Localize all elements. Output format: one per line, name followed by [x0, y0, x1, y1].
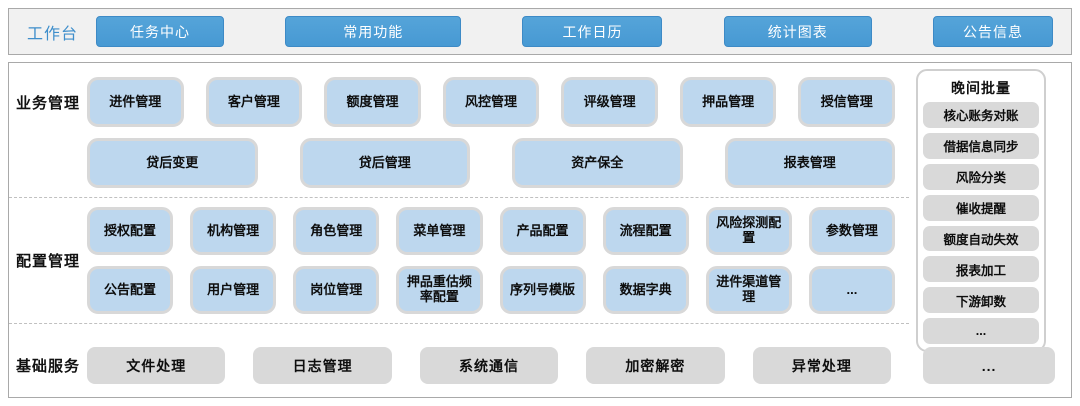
module-quota-mgmt[interactable]: 额度管理 — [324, 77, 421, 127]
main-panel: 业务管理 进件管理 客户管理 额度管理 风控管理 评级管理 押品管理 授信管理 — [8, 62, 1072, 398]
service-more[interactable]: ... — [923, 347, 1056, 384]
config-rows: 授权配置 机构管理 角色管理 菜单管理 产品配置 流程配置 风险探测配置 参数管… — [87, 207, 909, 314]
batch-collection-reminder[interactable]: 催收提醒 — [923, 194, 1039, 221]
module-user-mgmt[interactable]: 用户管理 — [190, 266, 277, 314]
module-report-mgmt[interactable]: 报表管理 — [724, 138, 895, 188]
module-config-more[interactable]: ... — [808, 266, 895, 314]
module-product-config[interactable]: 产品配置 — [499, 207, 586, 255]
night-batch-list: 核心账务对账 借据信息同步 风险分类 催收提醒 额度自动失效 报表加工 下游卸数… — [923, 102, 1039, 344]
batch-core-account-reconcile[interactable]: 核心账务对账 — [923, 102, 1039, 128]
batch-iou-info-sync[interactable]: 借据信息同步 — [923, 132, 1039, 159]
module-serial-template[interactable]: 序列号模版 — [499, 266, 586, 314]
module-risk-control-mgmt[interactable]: 风控管理 — [442, 77, 540, 127]
config-row-2: 公告配置 用户管理 岗位管理 押品重估频率配置 序列号模版 数据字典 进件渠道管… — [87, 266, 895, 314]
module-post-loan-change[interactable]: 贷后变更 — [87, 138, 258, 188]
business-section-label: 业务管理 — [15, 94, 80, 112]
task-center-button[interactable]: 任务中心 — [96, 16, 225, 47]
statistics-charts-button[interactable]: 统计图表 — [723, 16, 872, 47]
business-section: 业务管理 进件管理 客户管理 额度管理 风控管理 评级管理 押品管理 授信管理 — [9, 77, 909, 188]
base-services-row: 文件处理 日志管理 系统通信 加密解密 异常处理 ... — [87, 347, 1056, 384]
module-auth-config[interactable]: 授权配置 — [87, 207, 174, 255]
business-row-2: 贷后变更 贷后管理 资产保全 报表管理 — [87, 138, 895, 188]
section-divider — [9, 197, 909, 198]
workbench-label: 工作台 — [27, 25, 79, 43]
business-rows: 进件管理 客户管理 额度管理 风控管理 评级管理 押品管理 授信管理 贷后变更 … — [87, 77, 909, 188]
base-services-section: 基础服务 文件处理 日志管理 系统通信 加密解密 异常处理 ... — [9, 344, 1071, 397]
night-batch-panel: 晚间批量 核心账务对账 借据信息同步 风险分类 催收提醒 额度自动失效 报表加工… — [916, 69, 1046, 352]
module-org-mgmt[interactable]: 机构管理 — [190, 207, 277, 255]
module-customer-mgmt[interactable]: 客户管理 — [205, 77, 303, 127]
common-functions-button[interactable]: 常用功能 — [285, 16, 462, 47]
work-calendar-button[interactable]: 工作日历 — [522, 16, 663, 47]
section-divider — [9, 323, 909, 324]
module-credit-mgmt[interactable]: 授信管理 — [798, 77, 896, 127]
module-post-mgmt[interactable]: 岗位管理 — [293, 266, 380, 314]
module-announcement-config[interactable]: 公告配置 — [87, 266, 174, 314]
config-section-label: 配置管理 — [15, 253, 80, 270]
topbar-button-group: 任务中心 常用功能 工作日历 统计图表 公告信息 — [96, 16, 1053, 47]
module-intake-mgmt[interactable]: 进件管理 — [87, 77, 184, 127]
business-row-1: 进件管理 客户管理 额度管理 风控管理 评级管理 押品管理 授信管理 — [87, 77, 896, 127]
module-collateral-mgmt[interactable]: 押品管理 — [679, 77, 777, 127]
batch-more[interactable]: ... — [923, 318, 1039, 344]
module-risk-detect-config[interactable]: 风险探测配置 — [705, 207, 792, 255]
module-rating-mgmt[interactable]: 评级管理 — [561, 77, 658, 127]
module-collateral-revalue-freq-config[interactable]: 押品重估频率配置 — [396, 266, 483, 314]
service-encrypt-decrypt[interactable]: 加密解密 — [586, 347, 725, 384]
module-intake-channel-mgmt[interactable]: 进件渠道管理 — [705, 266, 792, 314]
module-parameter-mgmt[interactable]: 参数管理 — [808, 207, 895, 255]
module-process-config[interactable]: 流程配置 — [602, 207, 689, 255]
service-system-comm[interactable]: 系统通信 — [419, 347, 559, 384]
config-row-1: 授权配置 机构管理 角色管理 菜单管理 产品配置 流程配置 风险探测配置 参数管… — [87, 207, 895, 255]
workbench-topbar: 工作台 任务中心 常用功能 工作日历 统计图表 公告信息 — [8, 8, 1072, 55]
batch-downstream-unload[interactable]: 下游卸数 — [923, 287, 1039, 314]
batch-risk-classification[interactable]: 风险分类 — [923, 163, 1039, 190]
module-asset-preservation[interactable]: 资产保全 — [512, 138, 683, 188]
service-file-processing[interactable]: 文件处理 — [87, 347, 226, 384]
module-content: 业务管理 进件管理 客户管理 额度管理 风控管理 评级管理 押品管理 授信管理 — [9, 63, 909, 344]
config-section: 配置管理 授权配置 机构管理 角色管理 菜单管理 产品配置 流程配置 风险探测配… — [9, 207, 909, 314]
service-log-mgmt[interactable]: 日志管理 — [253, 347, 392, 384]
module-post-loan-mgmt[interactable]: 贷后管理 — [299, 138, 470, 188]
batch-report-processing[interactable]: 报表加工 — [923, 256, 1039, 283]
sidebar-column: 晚间批量 核心账务对账 借据信息同步 风险分类 催收提醒 额度自动失效 报表加工… — [909, 63, 1071, 352]
module-menu-mgmt[interactable]: 菜单管理 — [396, 207, 483, 255]
service-exception-handling[interactable]: 异常处理 — [752, 347, 892, 384]
base-services-label: 基础服务 — [15, 358, 80, 375]
upper-area: 业务管理 进件管理 客户管理 额度管理 风控管理 评级管理 押品管理 授信管理 — [9, 63, 1071, 352]
announcement-info-button[interactable]: 公告信息 — [932, 16, 1053, 47]
night-batch-title: 晚间批量 — [951, 80, 1011, 96]
batch-quota-auto-expire[interactable]: 额度自动失效 — [923, 225, 1039, 252]
module-data-dictionary[interactable]: 数据字典 — [602, 266, 689, 314]
module-role-mgmt[interactable]: 角色管理 — [293, 207, 380, 255]
